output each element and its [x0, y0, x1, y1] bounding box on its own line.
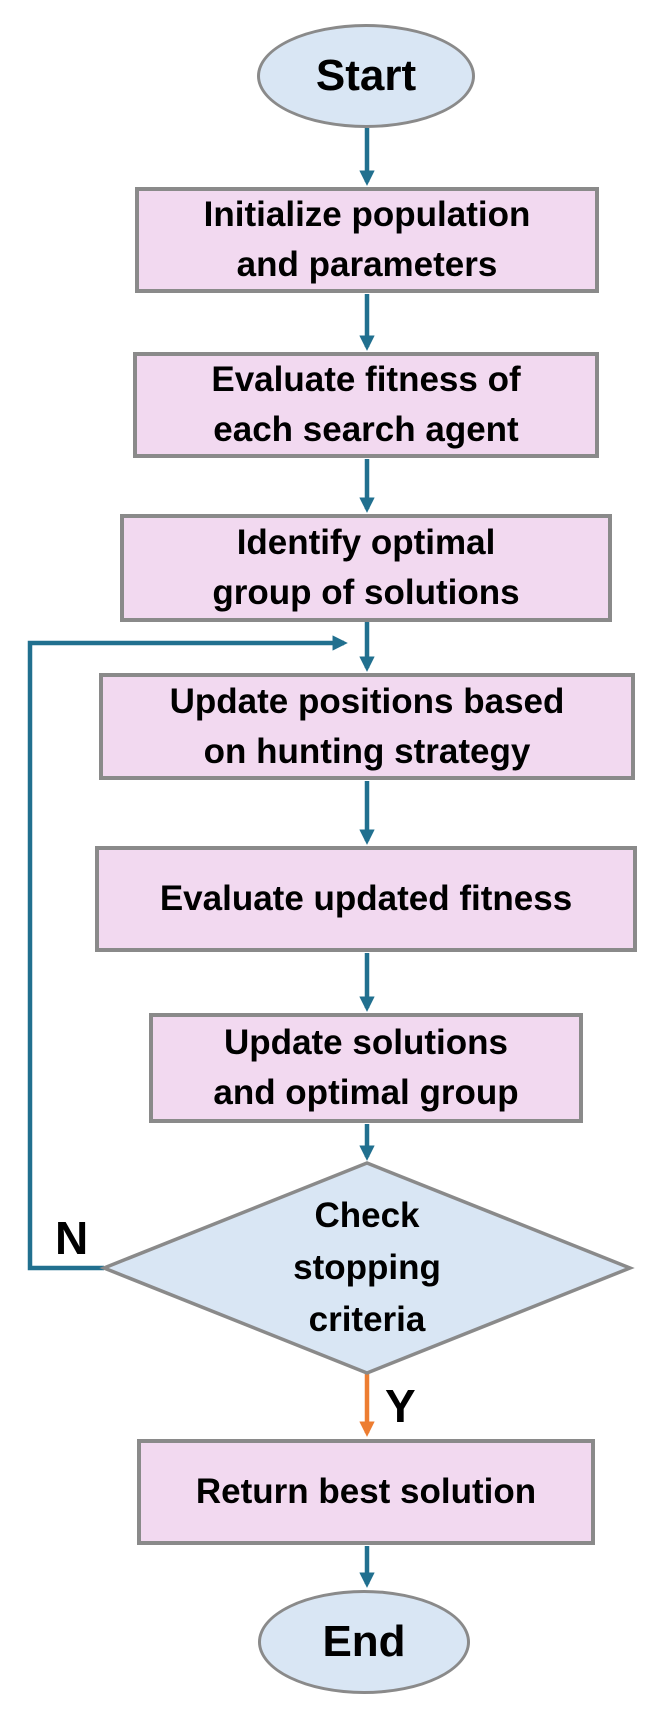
decision-diamond-shape [99, 1161, 635, 1375]
node-evaluate-fitness-label: Evaluate fitness of each search agent [211, 355, 520, 455]
edge-no-loopback [27, 635, 348, 1271]
label-line: on hunting strategy [203, 731, 531, 771]
label-line: group of solutions [212, 573, 520, 612]
node-start-label: Start [315, 51, 417, 100]
node-evaluate-fitness: Evaluate fitness of each search agent [133, 352, 599, 458]
node-evaluate-updated-fitness: Evaluate updated fitness [95, 846, 637, 952]
node-return-best-solution: Return best solution [137, 1439, 595, 1545]
node-update-positions-label: Update positions based on hunting strate… [170, 677, 565, 777]
node-evaluate-updated-fitness-label: Evaluate updated fitness [159, 879, 573, 918]
node-end-terminal: End [258, 1590, 470, 1694]
label-line: and parameters [236, 245, 498, 284]
node-update-solutions-label: Update solutions and optimal group [213, 1018, 518, 1118]
label-line: criteria [308, 1300, 426, 1339]
node-start-terminal: Start [257, 24, 475, 128]
node-initialize-population-label: Initialize population and parameters [204, 190, 531, 290]
node-check-stopping-criteria: Check stopping criteria [247, 1185, 487, 1351]
label-line: Check [314, 1196, 420, 1235]
node-update-solutions: Update solutions and optimal group [149, 1013, 583, 1123]
node-identify-optimal-group: Identify optimal group of solutions [120, 514, 612, 622]
branch-label-yes: Y [385, 1380, 416, 1432]
label-line: stopping [293, 1248, 441, 1287]
label-line: Identify optimal [236, 523, 496, 562]
node-check-stopping-criteria-label: Check stopping criteria [293, 1190, 441, 1346]
node-identify-optimal-group-label: Identify optimal group of solutions [212, 518, 519, 618]
label-line: Evaluate fitness of [211, 360, 521, 399]
node-initialize-population: Initialize population and parameters [135, 187, 599, 293]
node-update-positions: Update positions based on hunting strate… [99, 673, 635, 780]
node-return-best-solution-label: Return best solution [195, 1472, 537, 1511]
node-end-label: End [322, 1617, 406, 1666]
label-line: each search agent [213, 410, 519, 449]
label-line: and optimal group [213, 1073, 519, 1112]
label-line: Initialize population [203, 195, 531, 234]
branch-label-no: N [55, 1212, 89, 1264]
label-line: Update positions based [169, 681, 565, 721]
label-line: Update solutions [224, 1023, 508, 1062]
